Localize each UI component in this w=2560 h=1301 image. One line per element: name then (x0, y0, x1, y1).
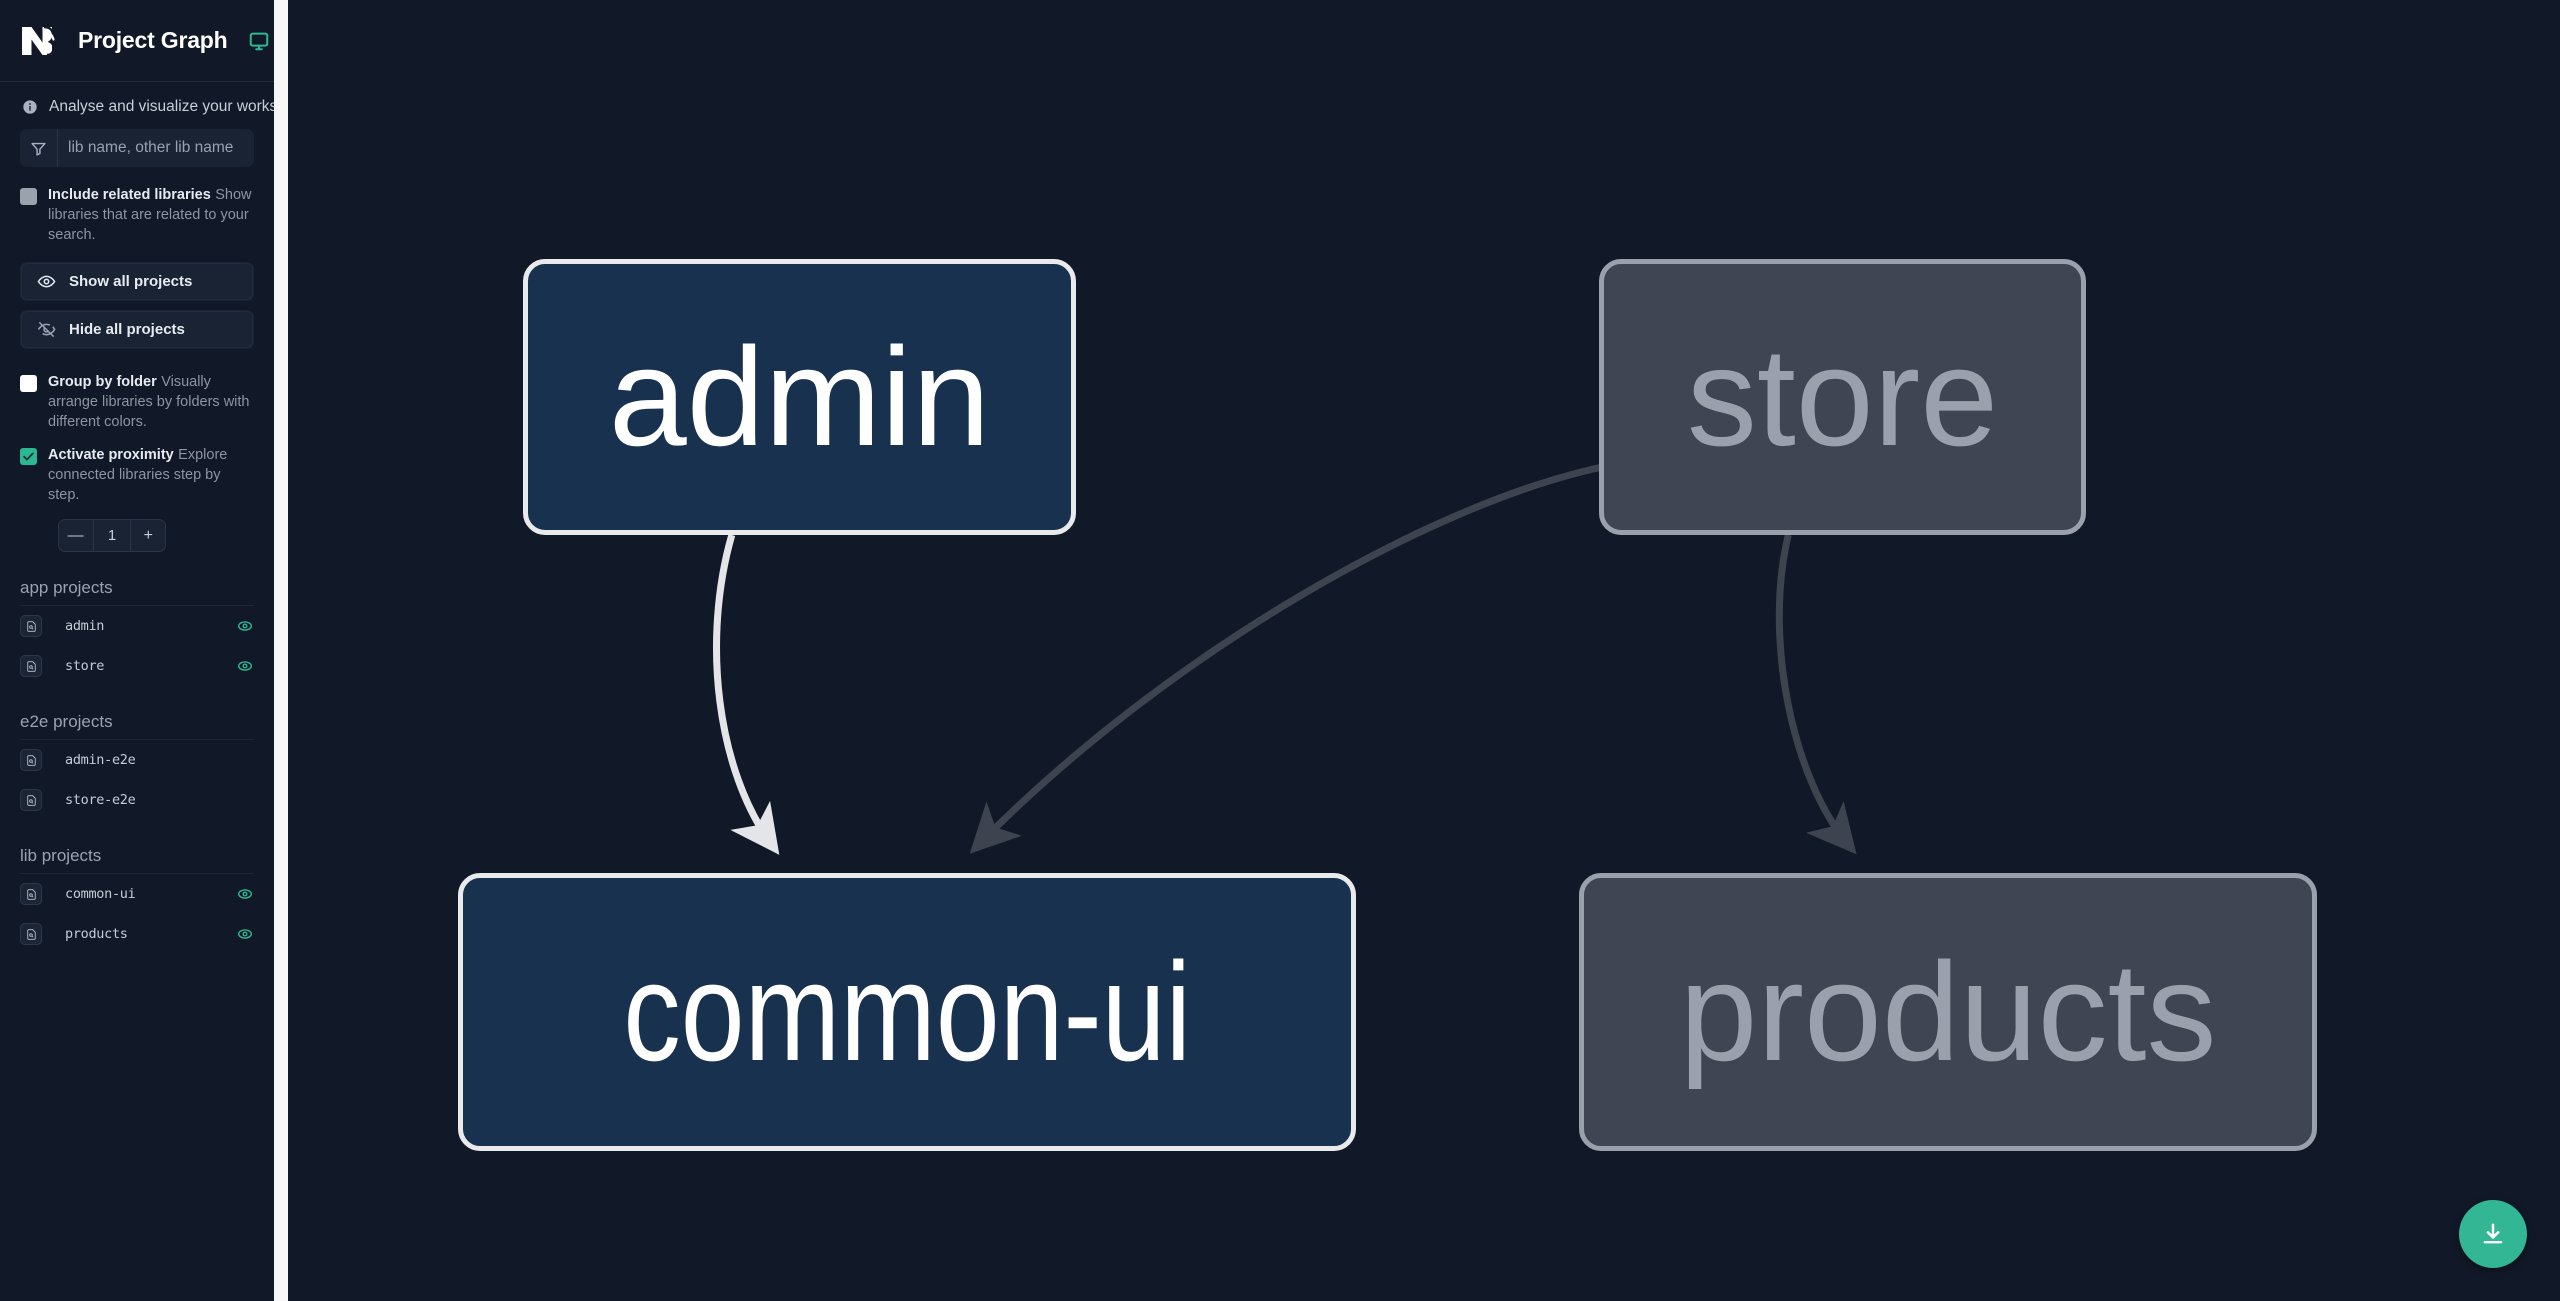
eye-visible-icon[interactable] (236, 617, 254, 635)
graph-node-admin[interactable]: admin (523, 259, 1076, 535)
graph-node-label: products (1679, 933, 2217, 1090)
option-label: Group by folder (48, 374, 157, 390)
project-name: store-e2e (65, 792, 136, 808)
edge-store-to-products (1775, 534, 1857, 855)
proximity-value: 1 (93, 519, 129, 552)
checkbox-group-by-folder[interactable] (20, 375, 37, 392)
group-header-app-projects: app projects (20, 552, 254, 606)
download-icon (2483, 1223, 2503, 1244)
edge-store-to-common-ui (969, 461, 1613, 854)
download-button[interactable] (2459, 1200, 2527, 1268)
checkbox-activate-proximity[interactable] (20, 448, 37, 465)
graph-canvas[interactable]: admin store common-ui products (274, 0, 2560, 1301)
hide-all-projects-button[interactable]: Hide all projects (20, 310, 254, 349)
monitor-icon[interactable] (248, 30, 270, 52)
graph-node-common-ui[interactable]: common-ui (458, 873, 1356, 1151)
option-group-by-folder[interactable]: Group by folder Visually arrange librari… (0, 349, 274, 432)
subtitle-row: Analyse and visualize your workspace. (0, 82, 274, 129)
option-activate-proximity[interactable]: Activate proximity Explore connected lib… (0, 432, 274, 505)
sidebar-scrollbar[interactable] (274, 0, 288, 1301)
graph-edges (713, 461, 1857, 855)
group-header-e2e-projects: e2e projects (20, 686, 254, 740)
checkbox-include-related[interactable] (20, 188, 37, 205)
project-row-store-e2e[interactable]: store-e2e (20, 780, 254, 820)
graph-node-products[interactable]: products (1579, 873, 2317, 1151)
check-icon (23, 452, 34, 461)
eye-visible-icon[interactable] (236, 885, 254, 903)
funnel-filter-icon[interactable] (20, 129, 58, 167)
project-row-admin-e2e[interactable]: admin-e2e (20, 740, 254, 780)
eye-visible-icon[interactable] (236, 657, 254, 675)
nx-logo-icon (20, 21, 64, 61)
search-input[interactable] (58, 129, 254, 167)
group-header-lib-projects: lib projects (20, 820, 254, 874)
search-box[interactable] (20, 129, 254, 167)
bulk-visibility-buttons: Show all projects Hide all projects (0, 245, 274, 349)
info-icon (22, 99, 38, 115)
eye-off-icon (37, 321, 56, 338)
graph-node-label: common-ui (623, 933, 1191, 1090)
graph-node-label: admin (608, 318, 991, 475)
project-name: admin (65, 618, 105, 634)
subtitle-text: Analyse and visualize your workspace. (49, 98, 274, 115)
eye-icon (37, 275, 56, 288)
project-file-icon (20, 615, 42, 637)
option-include-related-libraries[interactable]: Include related libraries Show libraries… (0, 167, 274, 245)
search-section (0, 129, 274, 167)
show-all-projects-button[interactable]: Show all projects (20, 262, 254, 301)
project-row-common-ui[interactable]: common-ui (20, 874, 254, 914)
project-file-icon (20, 789, 42, 811)
project-row-admin[interactable]: admin (20, 606, 254, 646)
project-row-store[interactable]: store (20, 646, 254, 686)
show-all-projects-label: Show all projects (69, 273, 193, 290)
proximity-stepper[interactable]: — 1 + (58, 519, 166, 552)
sidebar-header: Project Graph (0, 0, 274, 82)
edge-admin-to-common-ui (713, 534, 780, 855)
project-list: app projects admin store e (0, 552, 274, 1301)
graph-node-store[interactable]: store (1599, 259, 2086, 535)
project-file-icon (20, 923, 42, 945)
proximity-decrement-button[interactable]: — (67, 526, 84, 544)
sidebar: Project Graph Analyse and visualize your… (0, 0, 274, 1301)
hide-all-projects-label: Hide all projects (69, 321, 185, 338)
option-description: Explore connected libraries step by step… (48, 447, 228, 503)
project-file-icon (20, 883, 42, 905)
option-description: Show libraries that are related to your … (48, 187, 252, 243)
project-name: admin-e2e (65, 752, 136, 768)
project-file-icon (20, 749, 42, 771)
project-name: common-ui (65, 886, 136, 902)
project-file-icon (20, 655, 42, 677)
project-name: products (65, 926, 128, 942)
option-label: Activate proximity (48, 447, 174, 463)
eye-visible-icon[interactable] (236, 925, 254, 943)
page-title: Project Graph (78, 27, 228, 53)
proximity-increment-button[interactable]: + (129, 519, 166, 552)
project-name: store (65, 658, 105, 674)
project-row-products[interactable]: products (20, 914, 254, 954)
option-description: Visually arrange libraries by folders wi… (48, 374, 250, 430)
graph-node-label: store (1686, 318, 1999, 475)
option-label: Include related libraries (48, 187, 211, 203)
